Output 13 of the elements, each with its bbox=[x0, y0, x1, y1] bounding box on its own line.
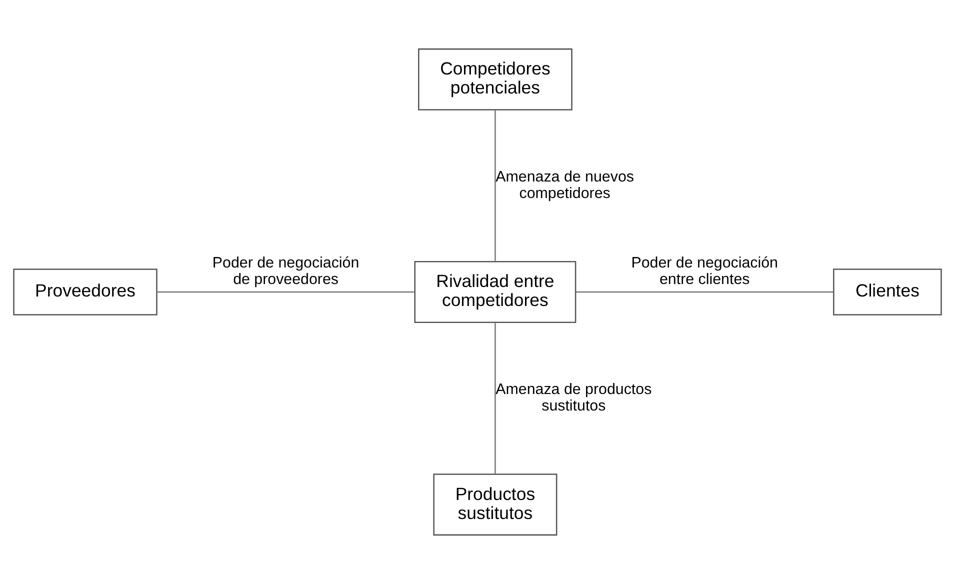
connector bbox=[576, 291, 834, 293]
node-box: Rivalidad entre competidores bbox=[414, 261, 576, 323]
edge-label: Poder de negociación entre clientes bbox=[631, 254, 778, 288]
edge-label: Amenaza de nuevos competidores bbox=[496, 168, 634, 202]
edge-label: Poder de negociación de proveedores bbox=[212, 254, 360, 288]
connector bbox=[494, 322, 496, 474]
node-box: Proveedores bbox=[13, 268, 158, 316]
node-box: Competidores potenciales bbox=[418, 48, 572, 110]
connector bbox=[494, 110, 496, 262]
node-box: Clientes bbox=[833, 268, 942, 316]
connector bbox=[157, 291, 415, 293]
edge-label: Amenaza de productos sustitutos bbox=[496, 380, 652, 414]
node-box: Productos sustitutos bbox=[433, 474, 558, 536]
